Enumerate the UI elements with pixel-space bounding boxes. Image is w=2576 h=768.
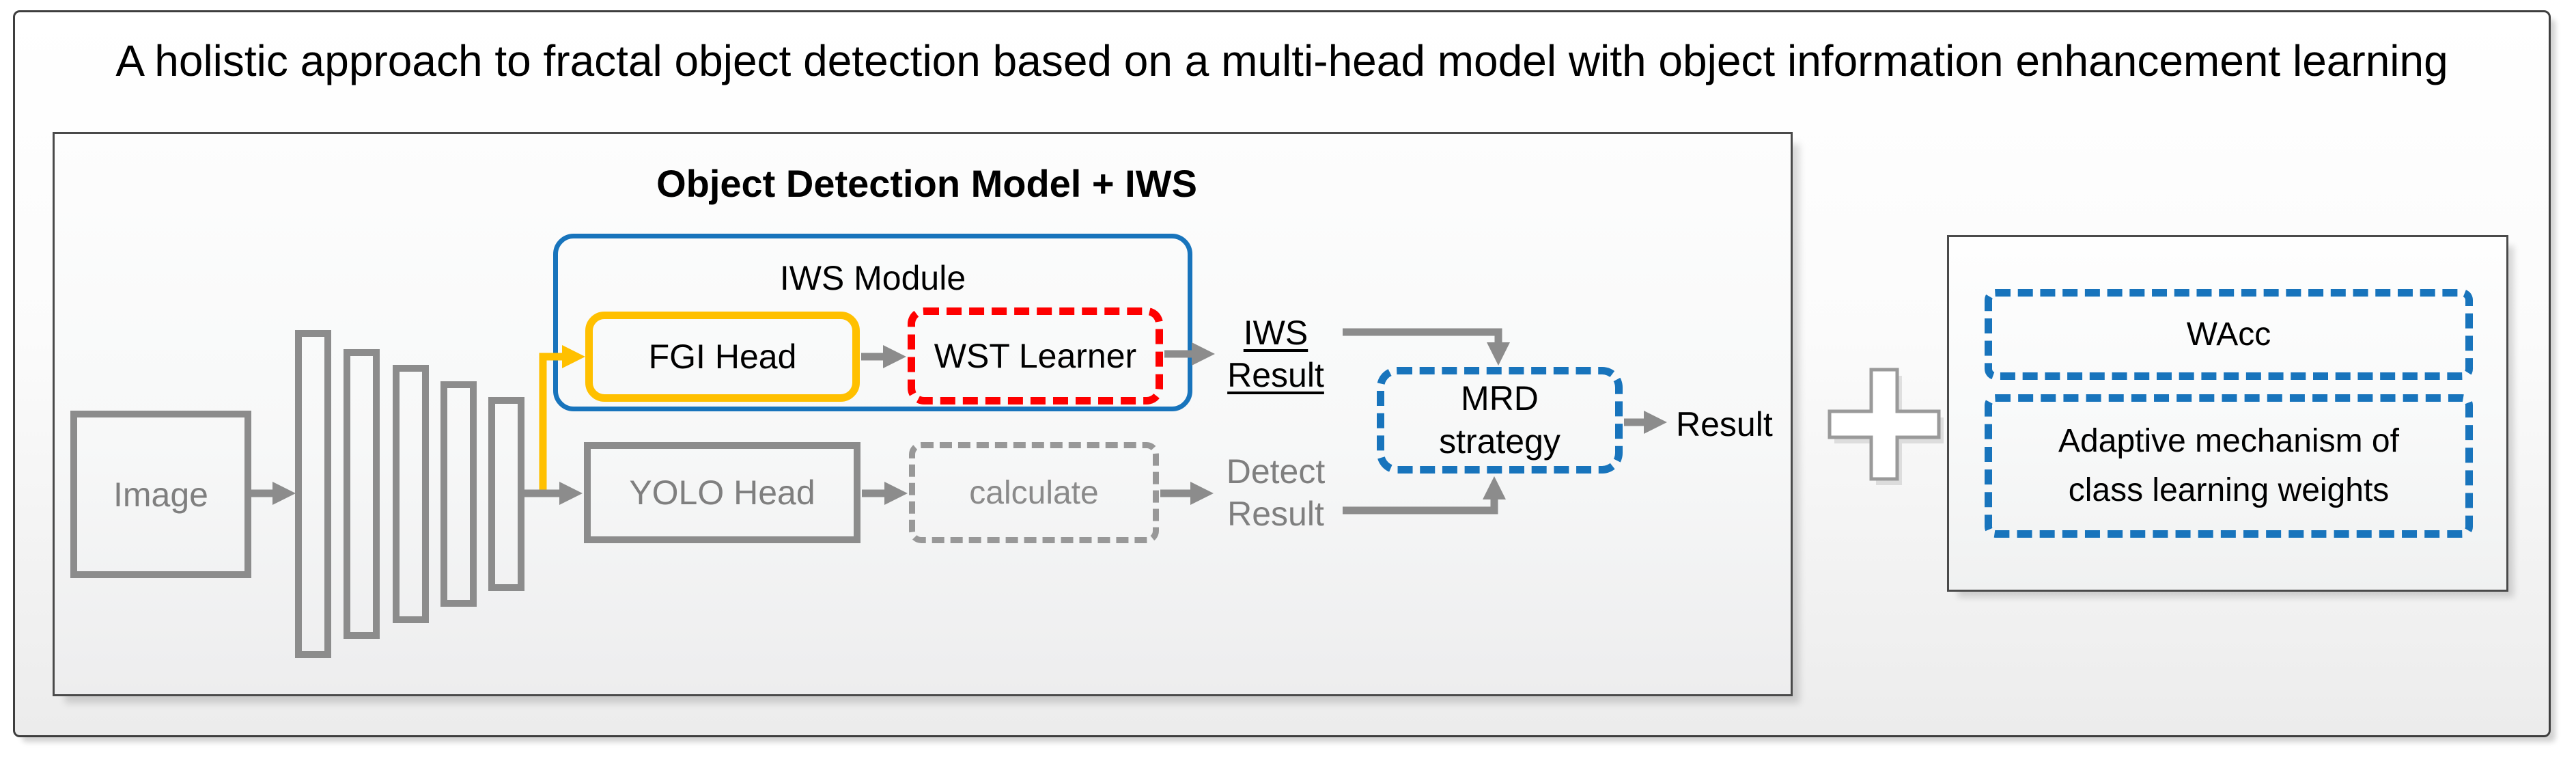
mrd-strategy-label: MRD strategy — [1439, 379, 1560, 461]
fgi-head-box: FGI Head — [585, 312, 860, 402]
calculate-label: calculate — [969, 474, 1099, 511]
backbone-bar — [393, 365, 429, 623]
calculate-box: calculate — [909, 442, 1159, 543]
adaptive-mechanism-box: Adaptive mechanism of class learning wei… — [1985, 394, 2473, 538]
iws-result-label: IWS Result — [1227, 314, 1324, 394]
image-input-label: Image — [113, 475, 208, 514]
yolo-head-label: YOLO Head — [629, 474, 815, 512]
iws-module-box — [553, 234, 1192, 411]
fgi-head-label: FGI Head — [648, 338, 797, 376]
image-input-box: Image — [70, 411, 251, 578]
wst-learner-box: WST Learner — [908, 307, 1163, 404]
iws-module-label: IWS Module — [779, 259, 966, 297]
mrd-strategy-box: MRD strategy — [1377, 367, 1623, 474]
wacc-label: WAcc — [2186, 316, 2271, 353]
detect-result-label: Detect Result — [1226, 452, 1326, 533]
model-container-header: Object Detection Model + IWS — [656, 162, 1197, 205]
wst-learner-label: WST Learner — [934, 337, 1137, 375]
final-result-label: Result — [1676, 405, 1773, 443]
wacc-box: WAcc — [1985, 289, 2473, 380]
backbone-bar — [440, 381, 477, 607]
adaptive-mechanism-label: Adaptive mechanism of class learning wei… — [2058, 423, 2399, 508]
model-container — [53, 132, 1793, 696]
page-title: A holistic approach to fractal object de… — [115, 36, 2448, 85]
backbone-bar — [488, 397, 524, 591]
backbone-bar — [295, 330, 331, 658]
backbone-bar — [344, 349, 380, 639]
yolo-head-box: YOLO Head — [584, 442, 860, 543]
